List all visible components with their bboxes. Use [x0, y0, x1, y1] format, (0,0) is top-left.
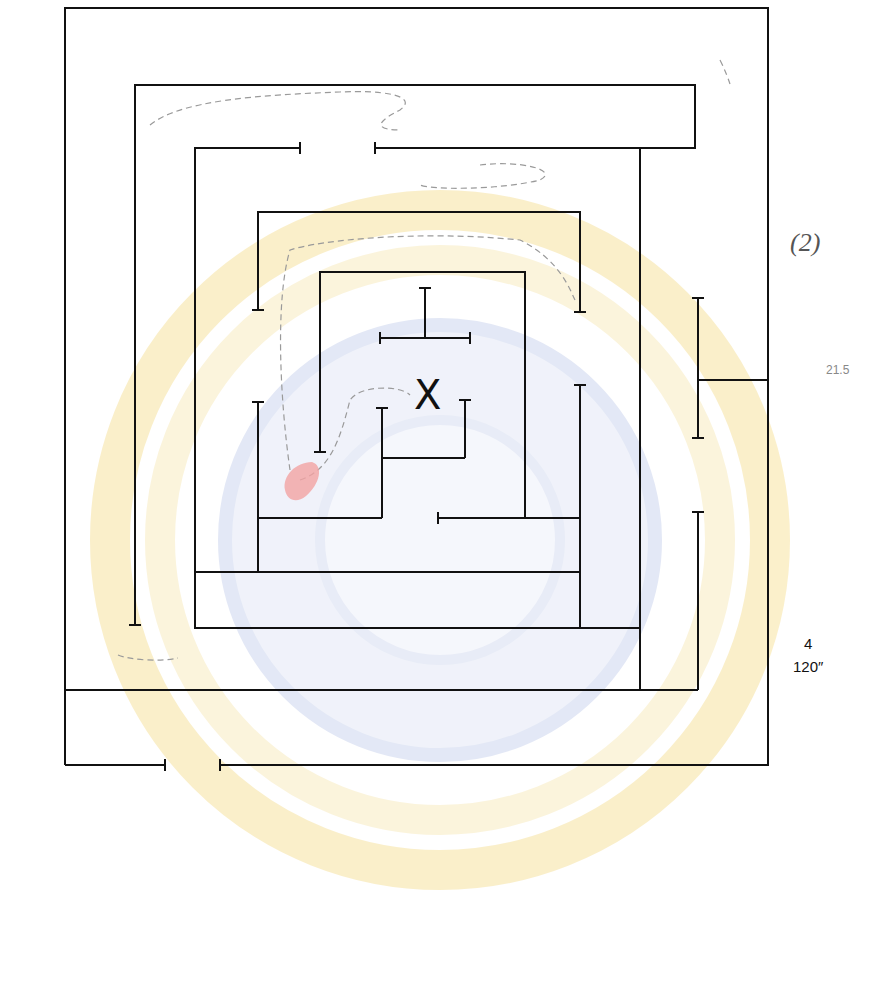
time-value: 120″: [793, 659, 823, 674]
goal-mark: X: [414, 375, 441, 415]
pink-mark: [285, 462, 320, 500]
page-number: (2): [790, 230, 820, 256]
trial-number: 4: [804, 636, 812, 651]
watermark-seal: [110, 210, 770, 870]
pencil-trace: [118, 60, 730, 660]
maze-walls: [65, 8, 768, 771]
handwritten-note: 21.5: [826, 364, 849, 376]
